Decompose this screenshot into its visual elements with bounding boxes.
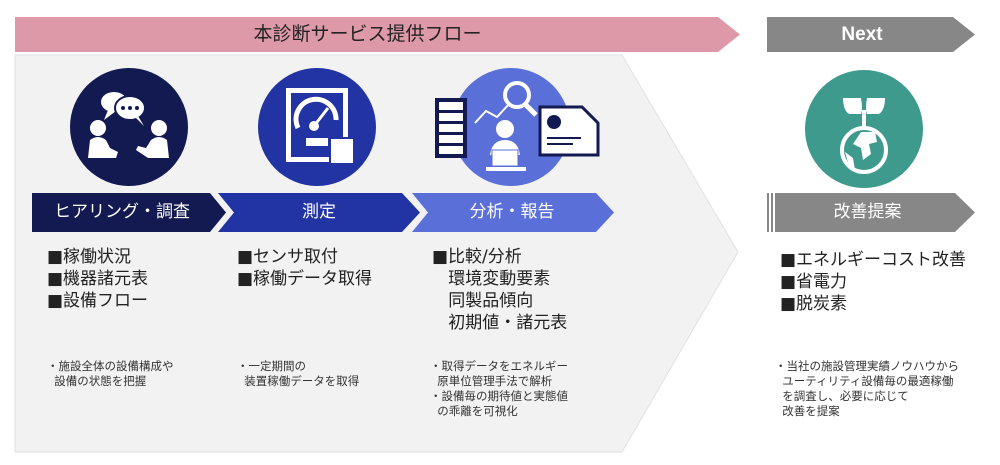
meter-gauge-icon: [258, 68, 376, 186]
next-label: Next: [841, 24, 883, 45]
service-flow-title: 本診断サービス提供フロー: [253, 23, 482, 45]
step2-bullets: ■センサ取付 ■稼働データ取得: [237, 247, 373, 289]
step3-bullets: ■比較/分析 環境変動要素 同製品傾向 初期値・諸元表: [432, 247, 568, 333]
step-hearing-survey: ヒアリング・調査: [54, 202, 190, 222]
step2-notes: ・一定期間の 装置稼働データを取得: [237, 359, 360, 388]
sprout-globe-icon: [805, 70, 923, 188]
step1-bullets: ■稼働状況 ■機器諸元表 ■設備フロー: [47, 247, 149, 311]
conversation-icon: [70, 68, 188, 186]
step-analysis-report: 分析・報告: [469, 202, 555, 222]
step-improvement-proposal: 改善提案: [833, 202, 902, 222]
step1-notes: ・施設全体の設備構成や 設備の状態を把握: [47, 359, 174, 388]
proposal-bullets: ■エネルギーコスト改善 ■省電力 ■脱炭素: [780, 250, 967, 314]
proposal-notes: ・当社の施設管理実績ノウハウから ユーティリティ設備毎の最適稼働 を調査し、必要…: [775, 359, 959, 418]
step-measurement: 測定: [302, 202, 336, 222]
analyst-report-icon-detail: [435, 81, 600, 171]
step3-notes: ・取得データをエネルギー 原単位管理手法で解析 ・設備毎の期待値と実態値 の乖離…: [430, 359, 568, 418]
